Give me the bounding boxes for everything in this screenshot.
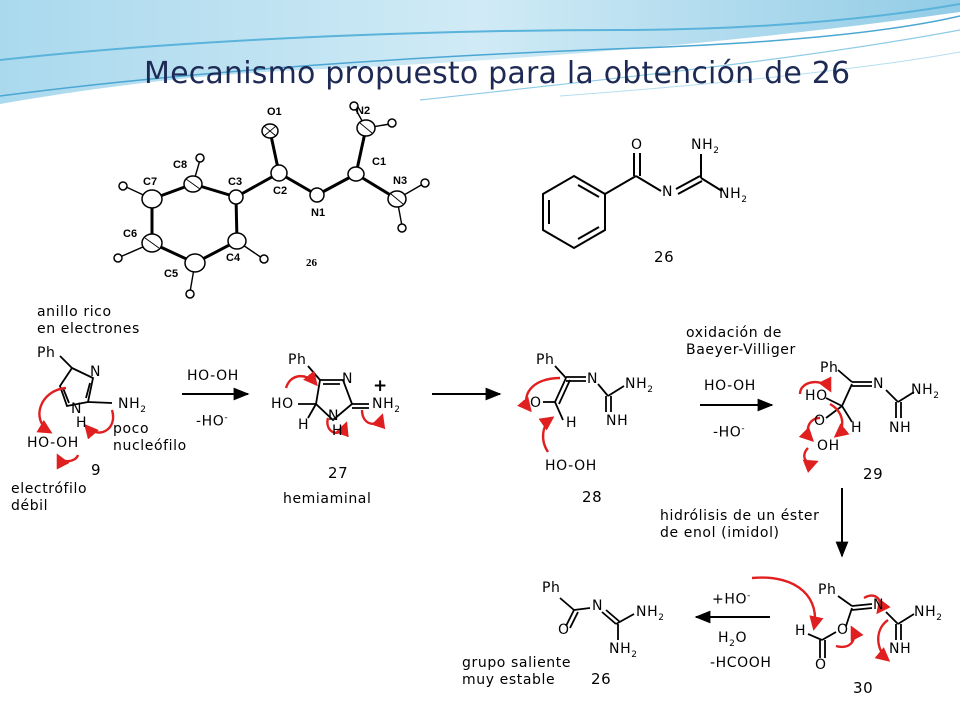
s27-h: H bbox=[298, 417, 310, 433]
structure-29 bbox=[825, 369, 915, 423]
crystal-compound-label: 26 bbox=[306, 257, 317, 269]
s27-ph: Ph bbox=[288, 352, 307, 368]
s29-oh: OH bbox=[817, 438, 840, 454]
s26-bottom-number: 26 bbox=[591, 670, 612, 688]
arrows-29 bbox=[798, 376, 850, 473]
atom-label-n2: N2 bbox=[356, 105, 371, 117]
s30-ph: Ph bbox=[818, 582, 837, 598]
s9-ph: Ph bbox=[37, 345, 56, 361]
s26-top-number: 26 bbox=[654, 248, 675, 266]
header-waves bbox=[0, 0, 960, 104]
s9-nh2: NH2 bbox=[118, 396, 147, 415]
s9-reagent: HO-OH bbox=[27, 435, 79, 451]
arrow3-below: -HO- bbox=[713, 424, 746, 441]
s30-nh2: NH2 bbox=[914, 604, 943, 623]
s26-bottom-n: N bbox=[592, 598, 604, 614]
atom-label-c2: C2 bbox=[273, 185, 288, 197]
atom-label-c6: C6 bbox=[123, 228, 138, 240]
arrow5-above: +HO- bbox=[712, 591, 751, 608]
s26-top-nh2a: NH2 bbox=[691, 137, 720, 156]
atom-label-c1: C1 bbox=[372, 156, 387, 168]
s28-nh2: NH2 bbox=[625, 376, 654, 395]
atom-label-n3: N3 bbox=[393, 175, 408, 187]
slide-title: Mecanismo propuesto para la obtención de… bbox=[144, 56, 851, 91]
s9-nh: N bbox=[71, 401, 83, 417]
arrows-28 bbox=[517, 376, 561, 453]
s27-ho: HO bbox=[271, 396, 294, 412]
s28-h: H bbox=[566, 415, 578, 431]
arrow1-below: -HO- bbox=[196, 413, 229, 430]
atom-label-c3: C3 bbox=[228, 176, 243, 188]
s27-number: 27 bbox=[328, 464, 349, 482]
s29-ho: HO bbox=[805, 388, 828, 404]
s30-o-carbonyl: O bbox=[815, 657, 827, 673]
s27-hn: H bbox=[332, 423, 344, 439]
s26-bottom-o: O bbox=[558, 622, 570, 638]
structure-26-top bbox=[542, 153, 723, 250]
s26-bottom-nh2b: NH2 bbox=[609, 641, 638, 660]
reaction-arrows bbox=[182, 387, 849, 624]
structure-30 bbox=[807, 595, 915, 658]
s26-top-o: O bbox=[631, 137, 643, 153]
s26-top-nh2b: NH2 bbox=[719, 186, 748, 205]
s9-number: 9 bbox=[91, 461, 102, 479]
s29-ph: Ph bbox=[820, 360, 839, 376]
s30-nh: NH bbox=[889, 641, 912, 657]
s27-nh: N bbox=[328, 408, 340, 424]
s28-o: O bbox=[530, 395, 542, 411]
s30-number: 30 bbox=[853, 679, 874, 697]
s28-nh: NH bbox=[606, 413, 629, 429]
structure-28 bbox=[543, 365, 625, 421]
crystal-structure bbox=[111, 101, 430, 299]
s26-top-n: N bbox=[662, 184, 674, 200]
s28-n: N bbox=[587, 371, 599, 387]
s30-h: H bbox=[795, 623, 807, 639]
s29-o: O bbox=[814, 413, 826, 429]
s29-number: 29 bbox=[863, 465, 884, 483]
s28-reagent: HO-OH bbox=[545, 458, 597, 474]
structure-26-bottom bbox=[559, 597, 635, 640]
s27-nh2: NH2 bbox=[372, 396, 401, 415]
s9-h: H bbox=[76, 415, 88, 431]
arrow3-above: HO-OH bbox=[704, 378, 756, 394]
annotation-hemiaminal: hemiaminal bbox=[283, 491, 372, 507]
s27-n: N bbox=[342, 371, 354, 387]
atom-label-c5: C5 bbox=[164, 268, 179, 280]
structure-27 bbox=[298, 365, 369, 422]
s27-plus: + bbox=[373, 376, 388, 396]
atom-label-n1: N1 bbox=[311, 207, 326, 219]
atom-label-c7: C7 bbox=[143, 176, 158, 188]
s29-nh2: NH2 bbox=[911, 382, 940, 401]
arrows-9 bbox=[36, 386, 115, 470]
s26-bottom-nh2a: NH2 bbox=[636, 604, 665, 623]
s28-ph: Ph bbox=[536, 352, 555, 368]
s30-n: N bbox=[873, 597, 885, 613]
s30-o: O bbox=[837, 622, 849, 638]
s29-n: N bbox=[873, 376, 885, 392]
s29-nh: NH bbox=[889, 420, 912, 436]
arrows-27 bbox=[284, 370, 386, 438]
arrow1-above: HO-OH bbox=[187, 368, 239, 384]
arrow5-below-water: H2O bbox=[718, 630, 748, 649]
s9-n: N bbox=[90, 364, 102, 380]
arrow5-below-formic: -HCOOH bbox=[710, 655, 772, 671]
atom-label-o1: O1 bbox=[267, 106, 282, 118]
s26-bottom-ph: Ph bbox=[542, 580, 561, 596]
atom-label-c8: C8 bbox=[173, 159, 188, 171]
s28-number: 28 bbox=[582, 488, 603, 506]
structure-9 bbox=[59, 355, 113, 408]
atom-label-c4: C4 bbox=[226, 252, 241, 264]
s29-h: H bbox=[851, 420, 863, 436]
arrows-30 bbox=[751, 576, 891, 662]
